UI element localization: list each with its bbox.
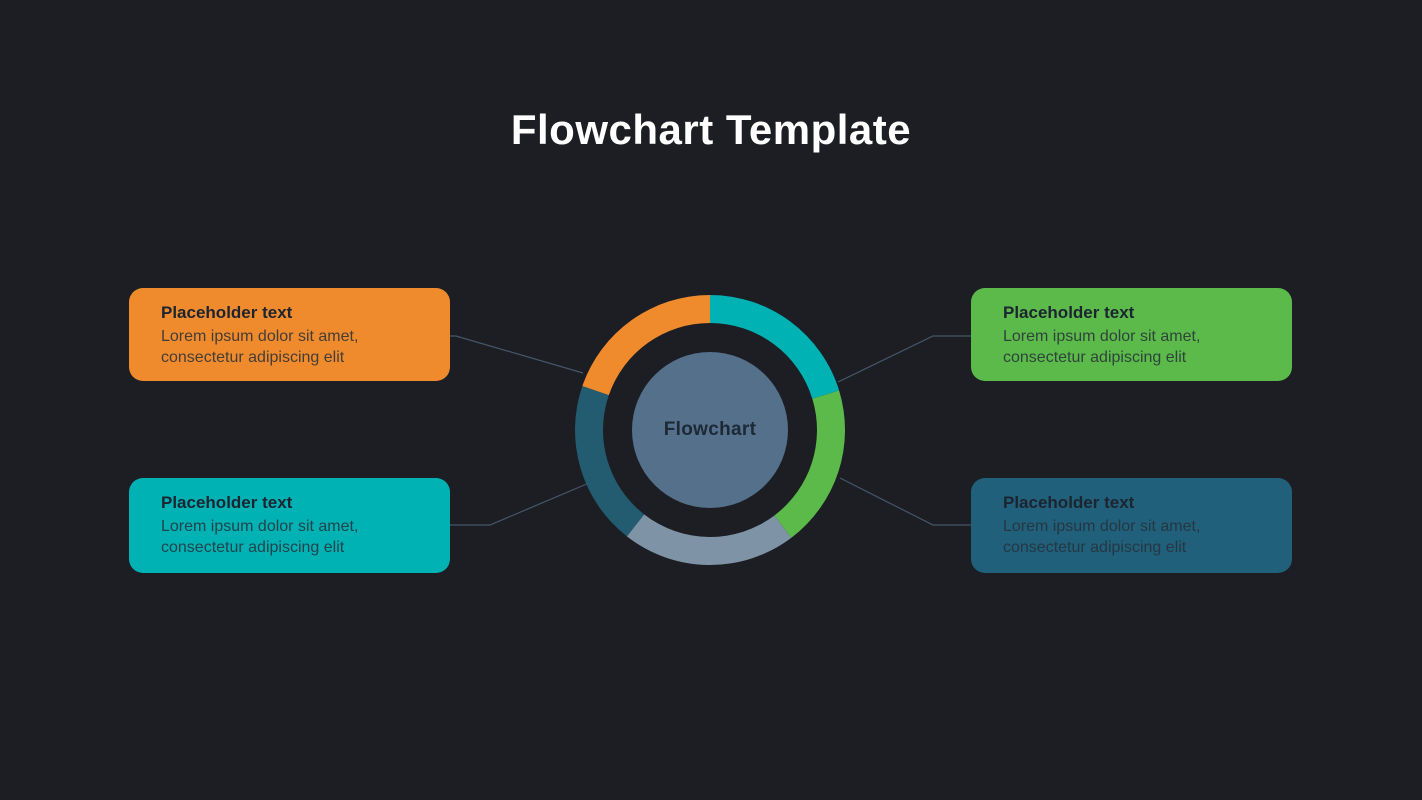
card-body: Lorem ipsum dolor sit amet, consectetur …	[161, 518, 359, 556]
card-body: Lorem ipsum dolor sit amet, consectetur …	[1003, 328, 1201, 366]
connector-top-left	[450, 335, 584, 374]
card-top-left: Placeholder text Lorem ipsum dolor sit a…	[129, 288, 450, 381]
connector-top-right	[837, 335, 971, 383]
card-body: Lorem ipsum dolor sit amet, consectetur …	[1003, 518, 1201, 556]
donut-segment-orange	[582, 295, 710, 396]
connector-bottom-left	[450, 482, 590, 526]
page-title: Flowchart Template	[510, 106, 912, 153]
donut-center-hub: Flowchart	[632, 352, 788, 508]
connector-bottom-right	[839, 477, 971, 526]
donut-center-label: Flowchart	[663, 419, 757, 440]
card-heading: Placeholder text	[1003, 493, 1135, 512]
donut-segment-slate-gray	[626, 514, 792, 566]
card-heading: Placeholder text	[1003, 303, 1135, 322]
donut-segment-green	[774, 390, 845, 538]
card-heading: Placeholder text	[161, 493, 293, 512]
card-heading: Placeholder text	[161, 303, 293, 322]
card-top-right: Placeholder text Lorem ipsum dolor sit a…	[971, 288, 1292, 381]
card-body: Lorem ipsum dolor sit amet, consectetur …	[161, 328, 359, 366]
donut-segment-teal	[710, 295, 840, 399]
card-bottom-right: Placeholder text Lorem ipsum dolor sit a…	[971, 478, 1292, 573]
card-bottom-left: Placeholder text Lorem ipsum dolor sit a…	[129, 478, 450, 573]
donut-segment-dark-teal	[575, 386, 645, 537]
